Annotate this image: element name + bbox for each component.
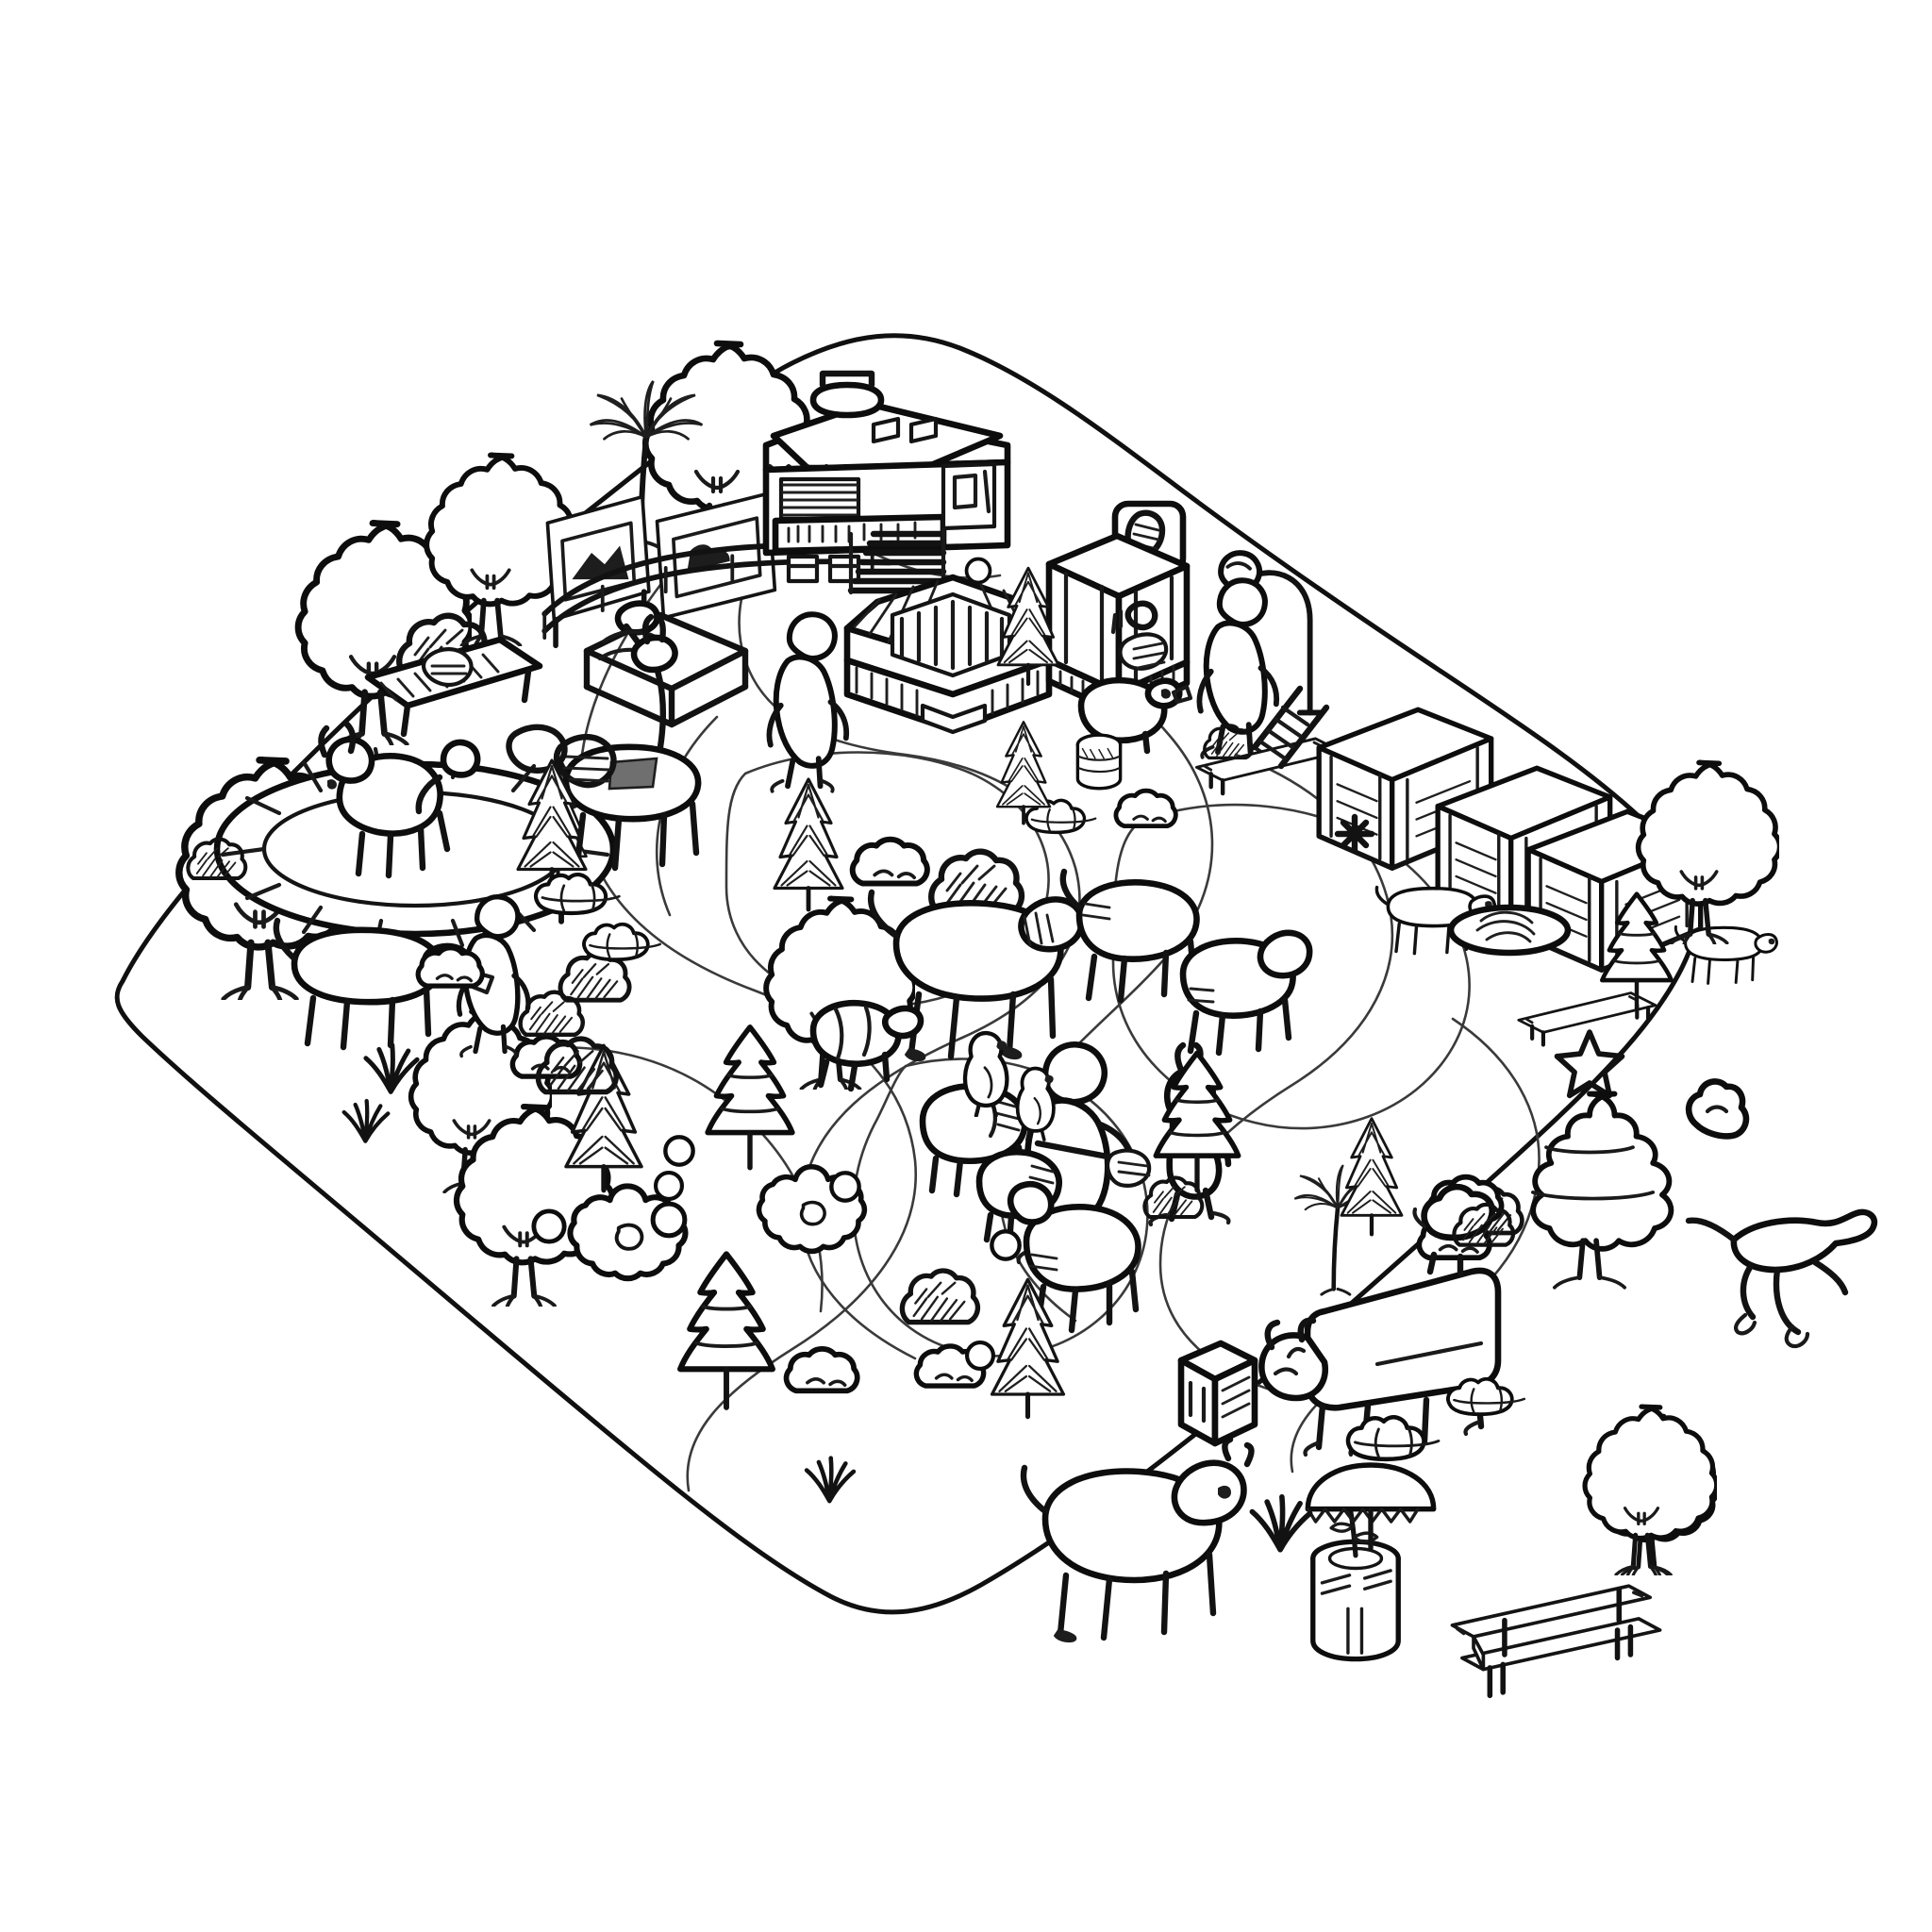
- central-paddock-animals: [708, 779, 1313, 1168]
- sparkle-icon: [1334, 813, 1375, 855]
- cow: [1020, 1436, 1255, 1643]
- zebra: [867, 889, 1085, 1062]
- park-bench-south: [1452, 1586, 1659, 1695]
- shrub: [853, 840, 927, 884]
- nest-motif: [1447, 904, 1572, 957]
- camel: [1059, 868, 1200, 1004]
- parasol: [1307, 1465, 1433, 1548]
- stone: [656, 1173, 682, 1199]
- goat-corral: [318, 721, 481, 879]
- shrub: [418, 948, 482, 986]
- hippopotamus: [1258, 1267, 1502, 1457]
- barrel: [1075, 733, 1123, 791]
- visitor-centre[interactable]: [762, 370, 1011, 595]
- east-terrace-items: [1334, 762, 1780, 1576]
- broadleaf-tree: [1585, 1407, 1717, 1577]
- exhibit-diorama[interactable]: [364, 636, 543, 738]
- running-horse: [1685, 1208, 1878, 1349]
- shrub: [1116, 791, 1175, 825]
- seal: [1077, 676, 1193, 760]
- terrarium-row[interactable]: [1251, 685, 1701, 970]
- stone: [831, 1173, 858, 1200]
- owl: [1685, 1078, 1750, 1140]
- south-paddock-animals: [902, 1033, 1238, 1417]
- petting-corral[interactable]: [188, 721, 617, 1056]
- giraffe: [547, 613, 702, 872]
- grass-tuft: [1252, 1497, 1309, 1550]
- ramp-ladder: [1251, 685, 1330, 770]
- feed-kiosk[interactable]: [1177, 1340, 1258, 1447]
- camel-3: [1007, 1180, 1141, 1334]
- stone: [991, 1231, 1019, 1258]
- octagonal-pavilion[interactable]: [843, 574, 1053, 735]
- zebra-pair: [506, 724, 617, 789]
- stone: [653, 1204, 685, 1236]
- boulder-cluster: [1446, 1376, 1526, 1417]
- shrub: [787, 1349, 858, 1391]
- tortoise: [809, 999, 924, 1092]
- kiosk-surroundings: [998, 553, 1341, 835]
- stone: [534, 1211, 564, 1241]
- stone: [967, 1342, 993, 1369]
- litter-bin: [1313, 1505, 1398, 1658]
- camel-2: [1179, 929, 1313, 1057]
- stone: [665, 1137, 692, 1164]
- stone: [964, 557, 992, 585]
- play-and-exhibits[interactable]: [364, 600, 846, 1035]
